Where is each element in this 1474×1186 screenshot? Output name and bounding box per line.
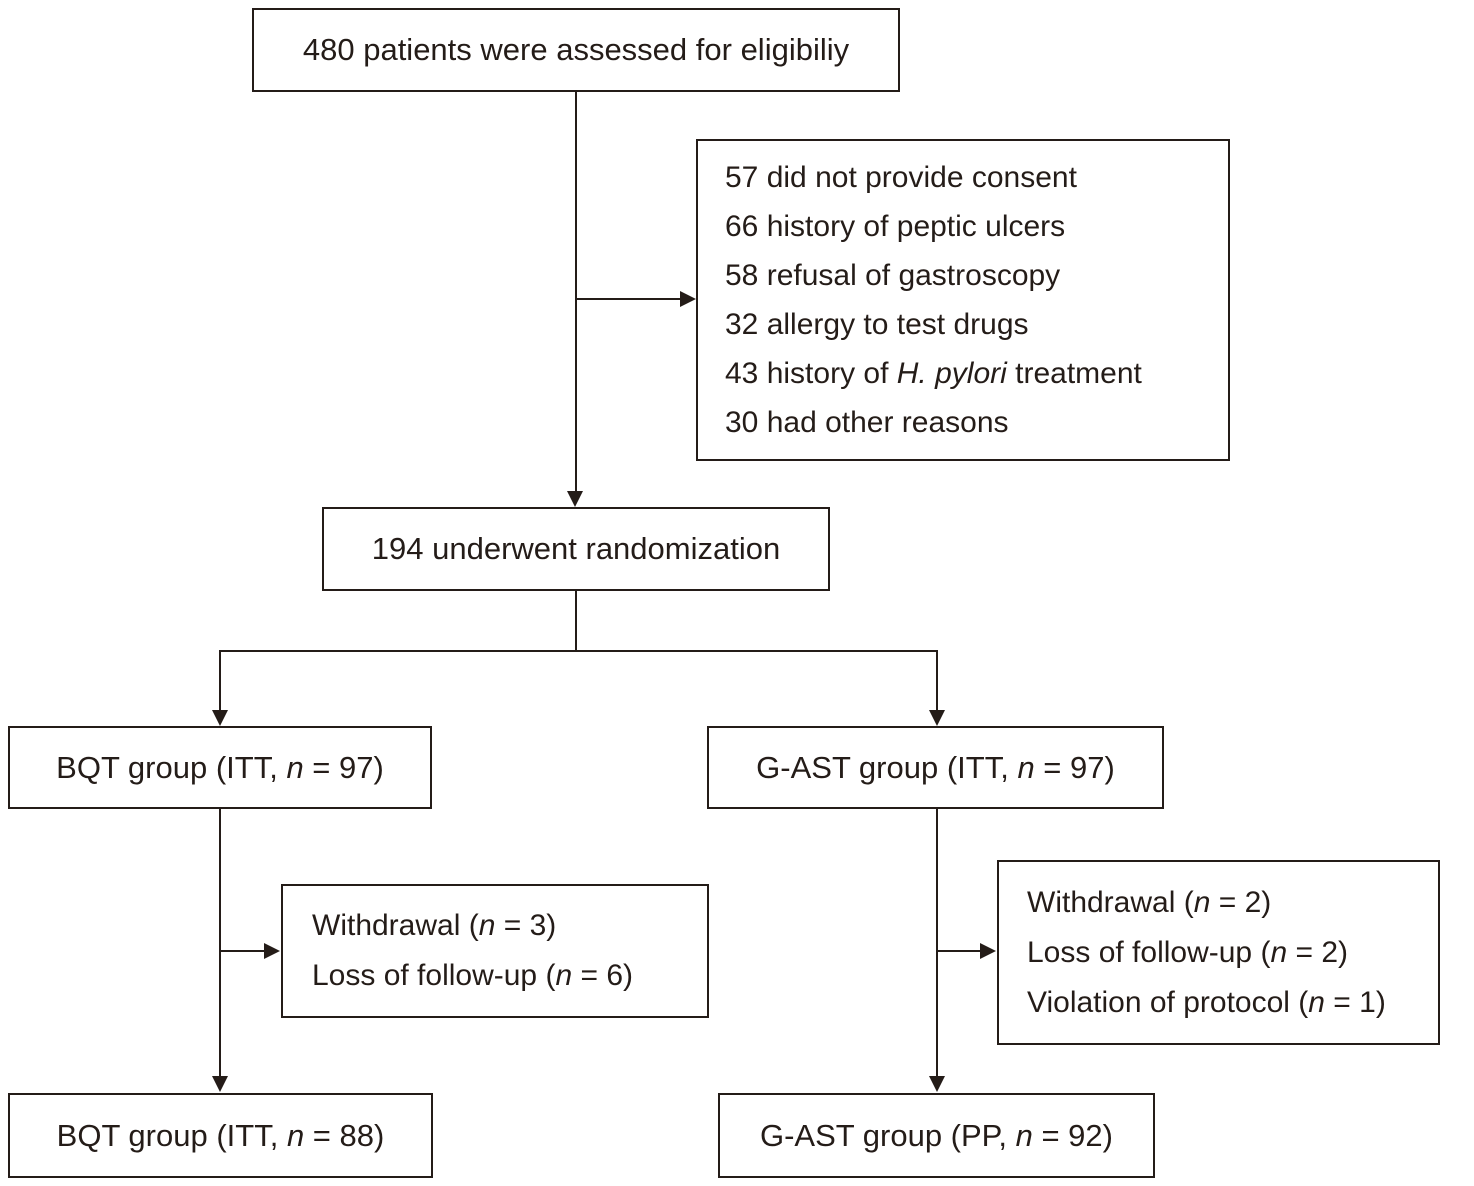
exclusion-reason-row: 30 had other reasons bbox=[725, 406, 1009, 439]
arrowhead-down-icon bbox=[929, 1076, 945, 1092]
eligibility-text: 480 patients were assessed for eligibili… bbox=[302, 32, 850, 67]
dropout-reason-row: Loss of follow-up (n = 2) bbox=[1027, 935, 1349, 969]
eligibility-box: 480 patients were assessed for eligibili… bbox=[252, 8, 900, 92]
connector-randomization-stem bbox=[575, 591, 577, 651]
randomization-text: 194 underwent randomization bbox=[371, 531, 781, 566]
connector-eligibility-randomization bbox=[575, 92, 577, 492]
gast-itt-group-box: G-AST group (ITT, n = 97) bbox=[707, 726, 1164, 809]
arrowhead-right-icon bbox=[264, 943, 280, 959]
dropout-reason-row: Withdrawal (n = 2) bbox=[1027, 885, 1272, 919]
exclusion-reason-row: 58 refusal of gastroscopy bbox=[725, 259, 1061, 292]
exclusion-reason-row: 66 history of peptic ulcers bbox=[725, 210, 1066, 243]
exclusion-reason-row: 57 did not provide consent bbox=[725, 161, 1077, 194]
connector-split-left bbox=[219, 650, 221, 711]
connector-to-exclusion bbox=[575, 298, 681, 300]
arrowhead-down-icon bbox=[929, 710, 945, 726]
arrowhead-right-icon bbox=[680, 291, 696, 307]
gast-final-group-box: G-AST group (PP, n = 92) bbox=[718, 1093, 1155, 1178]
gast-dropout-box: Withdrawal (n = 2) Loss of follow-up (n … bbox=[997, 860, 1440, 1045]
randomization-box: 194 underwent randomization bbox=[322, 507, 830, 591]
dropout-reason-row: Violation of protocol (n = 1) bbox=[1027, 985, 1386, 1019]
exclusion-reason-row: 32 allergy to test drugs bbox=[725, 308, 1029, 341]
connector-bqt-itt-final bbox=[219, 809, 221, 1077]
exclusion-box: 57 did not provide consent 66 history of… bbox=[696, 139, 1230, 461]
arrowhead-right-icon bbox=[980, 943, 996, 959]
dropout-reason-row: Loss of follow-up (n = 6) bbox=[312, 959, 634, 992]
connector-gast-itt-final bbox=[936, 809, 938, 1077]
connector-split-bar bbox=[219, 650, 938, 652]
connector-split-right bbox=[936, 650, 938, 711]
connector-to-gast-dropout bbox=[936, 950, 981, 952]
connector-to-bqt-dropout bbox=[219, 950, 265, 952]
arrowhead-down-icon bbox=[212, 710, 228, 726]
exclusion-reason-row: 43 history of H. pylori treatment bbox=[725, 357, 1142, 390]
bqt-itt-group-box: BQT group (ITT, n = 97) bbox=[8, 726, 432, 809]
bqt-final-group-box: BQT group (ITT, n = 88) bbox=[8, 1093, 433, 1178]
bqt-dropout-box: Withdrawal (n = 3) Loss of follow-up (n … bbox=[281, 884, 709, 1018]
arrowhead-down-icon bbox=[567, 491, 583, 507]
arrowhead-down-icon bbox=[212, 1076, 228, 1092]
dropout-reason-row: Withdrawal (n = 3) bbox=[312, 909, 557, 942]
